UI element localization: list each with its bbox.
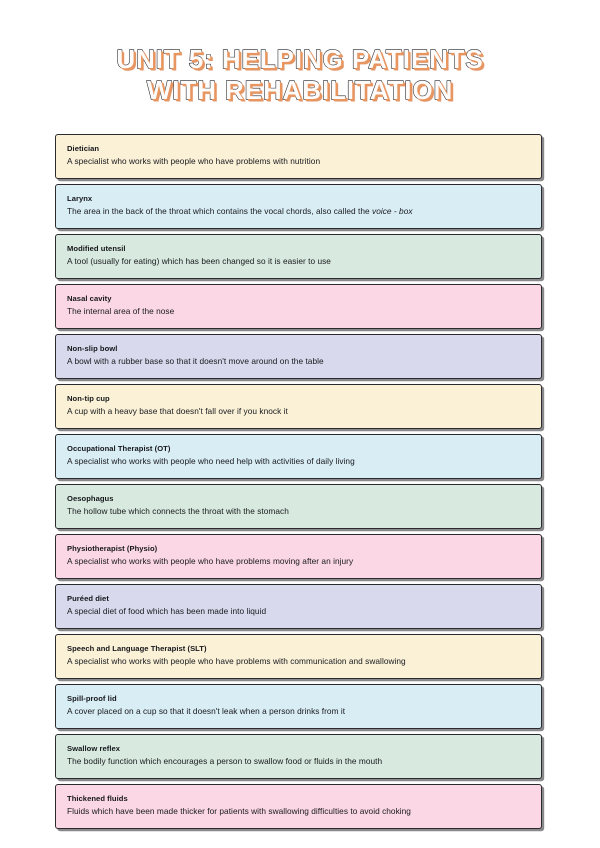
glossary-card: Spill-proof lid A cover placed on a cup s… bbox=[55, 684, 542, 729]
glossary-card: Dietician A specialist who works with peo… bbox=[55, 134, 542, 179]
glossary-card: Modified utensil A tool (usually for eati… bbox=[55, 234, 542, 279]
glossary-definition: A specialist who works with people who h… bbox=[67, 555, 354, 566]
glossary-card: Speech and Language Therapist (SLT) A spe… bbox=[55, 634, 542, 679]
glossary-definition: Fluids which have been made thicker for … bbox=[67, 805, 411, 816]
glossary-definition-emphasis: voice - box bbox=[372, 205, 413, 216]
glossary-definition: A cover placed on a cup so that it doesn… bbox=[67, 705, 346, 716]
glossary-term: Nasal cavity bbox=[67, 294, 112, 303]
glossary-term: Larynx bbox=[67, 194, 93, 203]
glossary-term: Occupational Therapist (OT) bbox=[67, 444, 171, 453]
page-title: UNIT 5: HELPING PATIENTS WITH REHABILITA… bbox=[0, 0, 600, 106]
glossary-card: Puréed diet A special diet of food which … bbox=[55, 584, 542, 629]
glossary-definition: A cup with a heavy base that doesn't fal… bbox=[67, 405, 288, 416]
glossary-definition: A specialist who works with people who h… bbox=[67, 155, 321, 166]
page-title-line-2: WITH REHABILITATION bbox=[146, 74, 454, 105]
glossary-term: Non-slip bowl bbox=[67, 344, 118, 353]
glossary-term: Non-tip cup bbox=[67, 394, 110, 403]
glossary-definition: The internal area of the nose bbox=[67, 305, 175, 316]
glossary-term: Puréed diet bbox=[67, 594, 109, 603]
glossary-definition: The bodily function which encourages a p… bbox=[67, 755, 383, 766]
glossary-term: Swallow reflex bbox=[67, 744, 121, 753]
glossary-list: Dietician A specialist who works with peo… bbox=[55, 134, 542, 834]
glossary-term: Dietician bbox=[67, 144, 100, 153]
glossary-term: Oesophagus bbox=[67, 494, 114, 503]
glossary-card: Physiotherapist (Physio) A specialist who… bbox=[55, 534, 542, 579]
glossary-card: Non-tip cup A cup with a heavy base that … bbox=[55, 384, 542, 429]
glossary-term: Speech and Language Therapist (SLT) bbox=[67, 644, 207, 653]
glossary-definition: A bowl with a rubber base so that it doe… bbox=[67, 355, 324, 366]
glossary-definition: A specialist who works with people who n… bbox=[67, 455, 355, 466]
glossary-definition: The area in the back of the throat which… bbox=[67, 205, 413, 216]
glossary-term: Modified utensil bbox=[67, 244, 126, 253]
glossary-definition: The hollow tube which connects the throa… bbox=[67, 505, 289, 516]
glossary-definition: A special diet of food which has been ma… bbox=[67, 605, 267, 616]
glossary-card: Occupational Therapist (OT) A specialist … bbox=[55, 434, 542, 479]
glossary-term: Physiotherapist (Physio) bbox=[67, 544, 158, 553]
glossary-term: Spill-proof lid bbox=[67, 694, 117, 703]
glossary-term: Thickened fluids bbox=[67, 794, 128, 803]
page-title-line-1: UNIT 5: HELPING PATIENTS bbox=[116, 43, 484, 74]
glossary-card: Non-slip bowl A bowl with a rubber base s… bbox=[55, 334, 542, 379]
glossary-definition: A specialist who works with people who h… bbox=[67, 655, 406, 666]
glossary-definition: A tool (usually for eating) which has be… bbox=[67, 255, 331, 266]
